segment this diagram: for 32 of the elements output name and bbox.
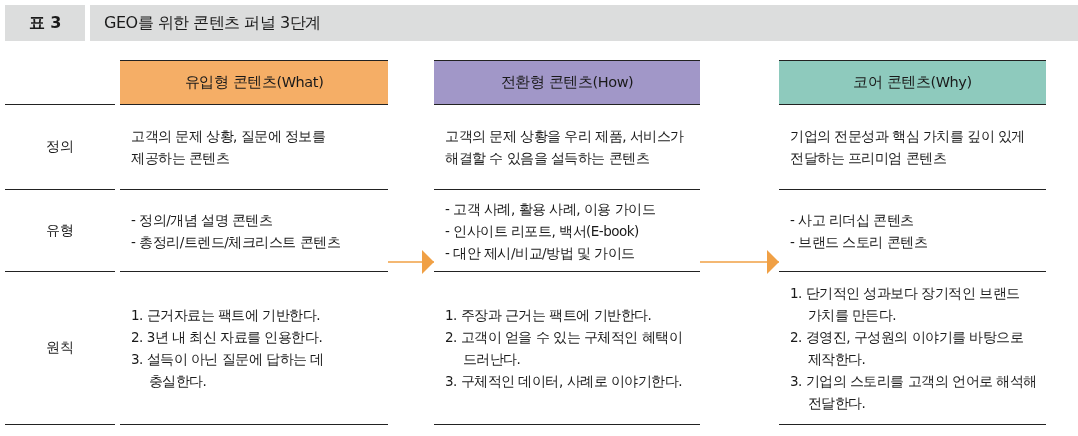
- list-item: - 대안 제시/비교/방법 및 가이드: [445, 243, 636, 263]
- list-item: 1. 단기적인 성과보다 장기적인 브랜드 가치를 만든다.: [790, 284, 1021, 325]
- column-header: [779, 60, 1046, 105]
- row-label: 유형: [5, 190, 115, 272]
- column-header: [434, 60, 700, 105]
- list-item: 2. 3년 내 최신 자료를 인용한다.: [131, 328, 324, 347]
- list-item: - 총정리/트렌드/체크리스트 콘텐츠: [131, 232, 342, 252]
- header-text: 전환형 콘텐츠(How): [500, 73, 634, 92]
- list-item: 1. 근거자료는 팩트에 기반한다.: [131, 306, 322, 325]
- row-label: 원칙: [5, 272, 115, 425]
- cell-text: 고객의 문제 상황을 우리 제품, 서비스가 해결할 수 있음을 설득하는 콘텐츠: [445, 127, 685, 168]
- list-item: 2. 고객이 얻을 수 있는 구체적인 혜택이 드러난다.: [445, 328, 684, 369]
- table-number: 표 3: [5, 5, 85, 41]
- list-item: - 인사이트 리포트, 백서(E-book): [445, 221, 640, 241]
- list-item: - 사고 리더십 콘텐츠: [790, 210, 915, 230]
- header-text: 코어 콘텐츠(Why): [853, 73, 972, 92]
- row-label: 정의: [5, 105, 115, 190]
- list-item: 3. 구체적인 데이터, 사례로 이야기한다.: [445, 372, 684, 391]
- title-bar: GEO를 위한 콘텐츠 퍼널 3단계: [90, 5, 1078, 41]
- cell-text: 기업의 전문성과 핵심 가치를 깊이 있게 전달하는 프리미엄 콘텐츠: [790, 127, 1026, 168]
- arrow: [699, 250, 780, 274]
- list-item: - 브랜드 스토리 콘텐츠: [790, 232, 929, 252]
- header-text: 유입형 콘텐츠(What): [184, 73, 324, 92]
- list-item: 2. 경영진, 구성원의 이야기를 바탕으로 제작한다.: [790, 328, 1025, 369]
- list-item: - 고객 사례, 활용 사례, 이용 가이드: [445, 199, 657, 219]
- list-item: 3. 설득이 아닌 질문에 답하는 데 충실한다.: [131, 350, 325, 391]
- column-header: [120, 60, 388, 105]
- list-item: - 정의/개념 설명 콘텐츠: [131, 210, 274, 230]
- list-item: 1. 주장과 근거는 팩트에 기반한다.: [445, 306, 653, 325]
- cell-text: 고객의 문제 상황, 질문에 정보를 제공하는 콘텐츠: [131, 127, 327, 168]
- arrow: [387, 250, 435, 274]
- list-item: 3. 기업의 스토리를 고객의 언어로 해석해 전달한다.: [790, 372, 1038, 413]
